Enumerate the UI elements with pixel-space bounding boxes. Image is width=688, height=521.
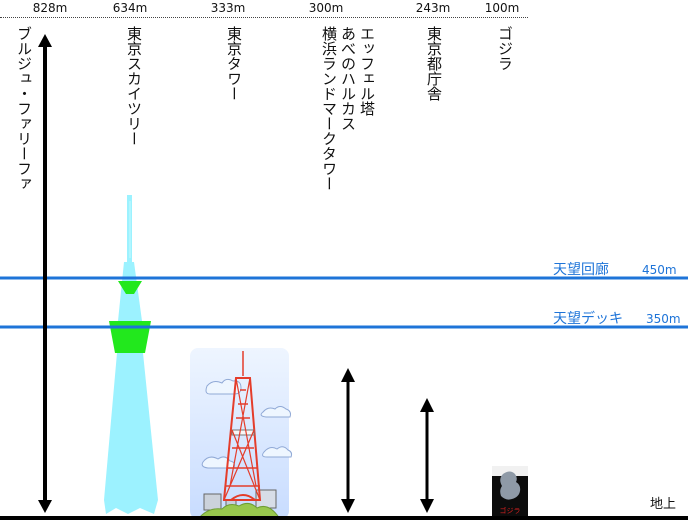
tenbo-kairo-label: 天望回廊 bbox=[553, 262, 609, 278]
yokohama-landmark-tower-label: 横浜ランドマークタワー bbox=[320, 26, 338, 191]
tokyo-city-hall-arrow bbox=[420, 398, 434, 513]
abeno-harukas-label: あべのハルカス bbox=[339, 26, 357, 131]
height-label-634: 634m bbox=[112, 1, 148, 15]
height-label-300: 300m bbox=[308, 1, 344, 15]
top-dotted-rule bbox=[0, 17, 528, 18]
tokyo-skytree-shape bbox=[104, 195, 158, 514]
tenbo-deck-height: 350m bbox=[646, 312, 681, 326]
height-label-100: 100m bbox=[484, 1, 520, 15]
godzilla-poster: ゴジラ bbox=[492, 466, 528, 518]
ground-label: 地上 bbox=[650, 497, 677, 512]
burj-khalifa-arrow bbox=[38, 34, 52, 513]
tenbo-deck-label: 天望デッキ bbox=[553, 311, 623, 327]
height-label-243: 243m bbox=[415, 1, 451, 15]
height-label-333: 333m bbox=[210, 1, 246, 15]
eiffel-tower-label: エッフェル塔 bbox=[358, 26, 376, 116]
tokyo-metropolitan-government-building-label: 東京都庁舎 bbox=[425, 26, 443, 101]
three-hundred-meter-arrow bbox=[341, 368, 355, 513]
burj-khalifa-label: ブルジュ・ファリーファ bbox=[15, 26, 33, 191]
tenbo-kairo-height: 450m bbox=[642, 263, 677, 277]
godzilla-poster-text: ゴジラ bbox=[500, 506, 521, 515]
tokyo-skytree-label: 東京スカイツリー bbox=[125, 26, 143, 146]
height-label-828: 828m bbox=[32, 1, 68, 15]
tokyo-tower-illustration bbox=[190, 348, 293, 520]
tokyo-tower-label: 東京タワー bbox=[225, 26, 243, 101]
godzilla-label: ゴジラ bbox=[496, 26, 514, 71]
